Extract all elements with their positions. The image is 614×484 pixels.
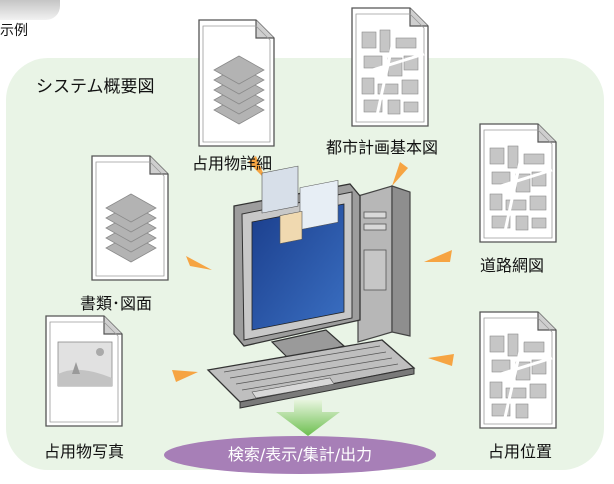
label-occupancy-position: 占用位置 (488, 442, 553, 461)
keyboard (206, 339, 416, 409)
label-occupancy-detail: 占用物詳細 (192, 154, 273, 173)
label-road-network-map: 道路網図 (480, 256, 545, 275)
position-map-doc-icon (479, 311, 557, 429)
functions-banner: 検索/表示/集計/出力 (164, 436, 436, 474)
label-city-plan-base-map: 都市計画基本図 (326, 138, 439, 157)
photo-doc-icon (45, 315, 123, 427)
computer-monitor (233, 165, 361, 361)
section-tab (0, 0, 60, 20)
label-occupancy-photo: 占用物写真 (44, 442, 125, 461)
city-map-doc-icon (351, 7, 429, 127)
diagram-title: システム概要図 (36, 77, 155, 97)
road-map-doc-icon (479, 123, 557, 243)
documents-stack-icon (91, 155, 169, 281)
computer-tower (357, 185, 411, 343)
document-stack-icon (198, 19, 275, 147)
down-arrow-icon (276, 400, 340, 436)
orange-rays (172, 156, 454, 382)
label-documents-drawings: 書類･図面 (80, 294, 153, 313)
header-partial-label: 示例 (0, 23, 28, 39)
